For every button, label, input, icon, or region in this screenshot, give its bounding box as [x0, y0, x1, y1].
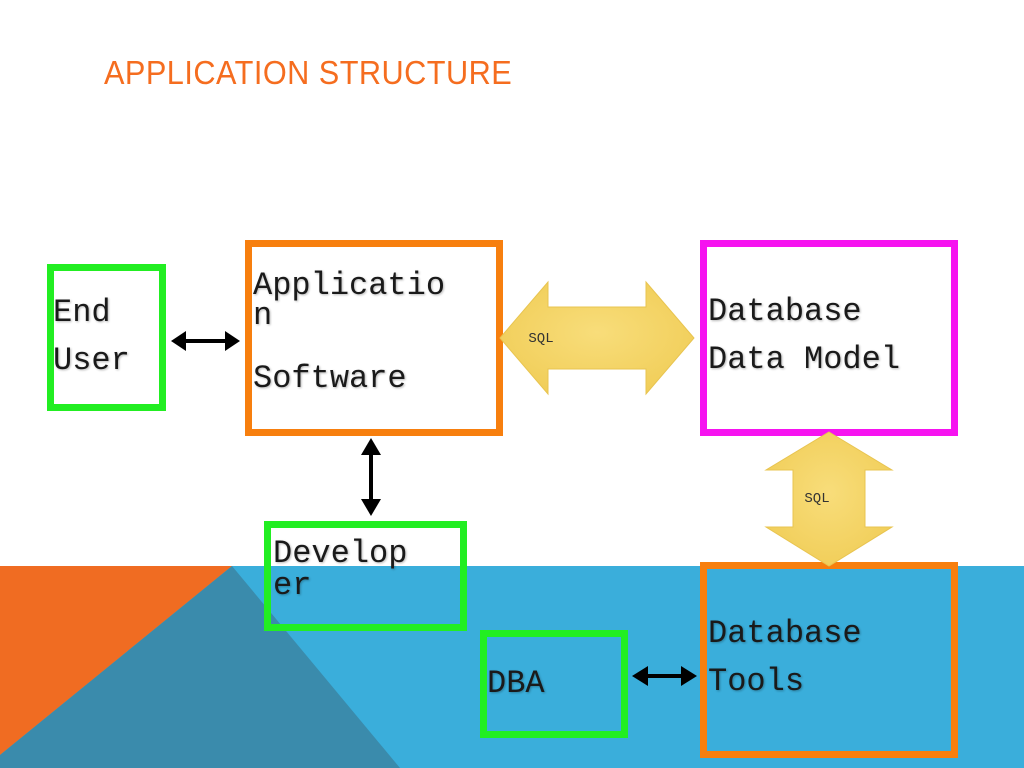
- application-software-label-line2: n: [253, 297, 273, 334]
- developer-box: [264, 521, 467, 631]
- database-data-model-label: Database Data Model: [708, 288, 900, 384]
- dba-label: DBA: [487, 660, 545, 708]
- developer-label-line1: Develop: [273, 535, 408, 572]
- end-user-label-line2: User: [53, 342, 130, 379]
- application-software-label-line3: Software: [253, 360, 407, 397]
- dba-label-line1: DBA: [487, 665, 545, 702]
- database-data-model-label-line1: Database: [708, 293, 862, 330]
- database-tools-label-line1: Database: [708, 615, 862, 652]
- bottom-dark-triangle: [0, 566, 400, 768]
- application-software-label-software: Software: [253, 355, 407, 403]
- database-data-model-label-line2: Data Model: [708, 341, 901, 378]
- application-software-label: Applicatio n: [253, 270, 445, 334]
- slide-title: APPLICATION STRUCTURE: [104, 54, 513, 91]
- end-user-label: End User: [53, 289, 130, 385]
- database-tools-label: Database Tools: [708, 610, 862, 706]
- end-user-box: [47, 264, 166, 411]
- application-software-label-line1: Applicatio: [253, 267, 446, 304]
- end-user-label-line1: End: [53, 294, 111, 331]
- developer-label-line2: er: [273, 567, 312, 604]
- database-tools-label-line2: Tools: [708, 663, 805, 700]
- developer-label: Develop er: [273, 538, 407, 602]
- dba-box: [480, 630, 628, 738]
